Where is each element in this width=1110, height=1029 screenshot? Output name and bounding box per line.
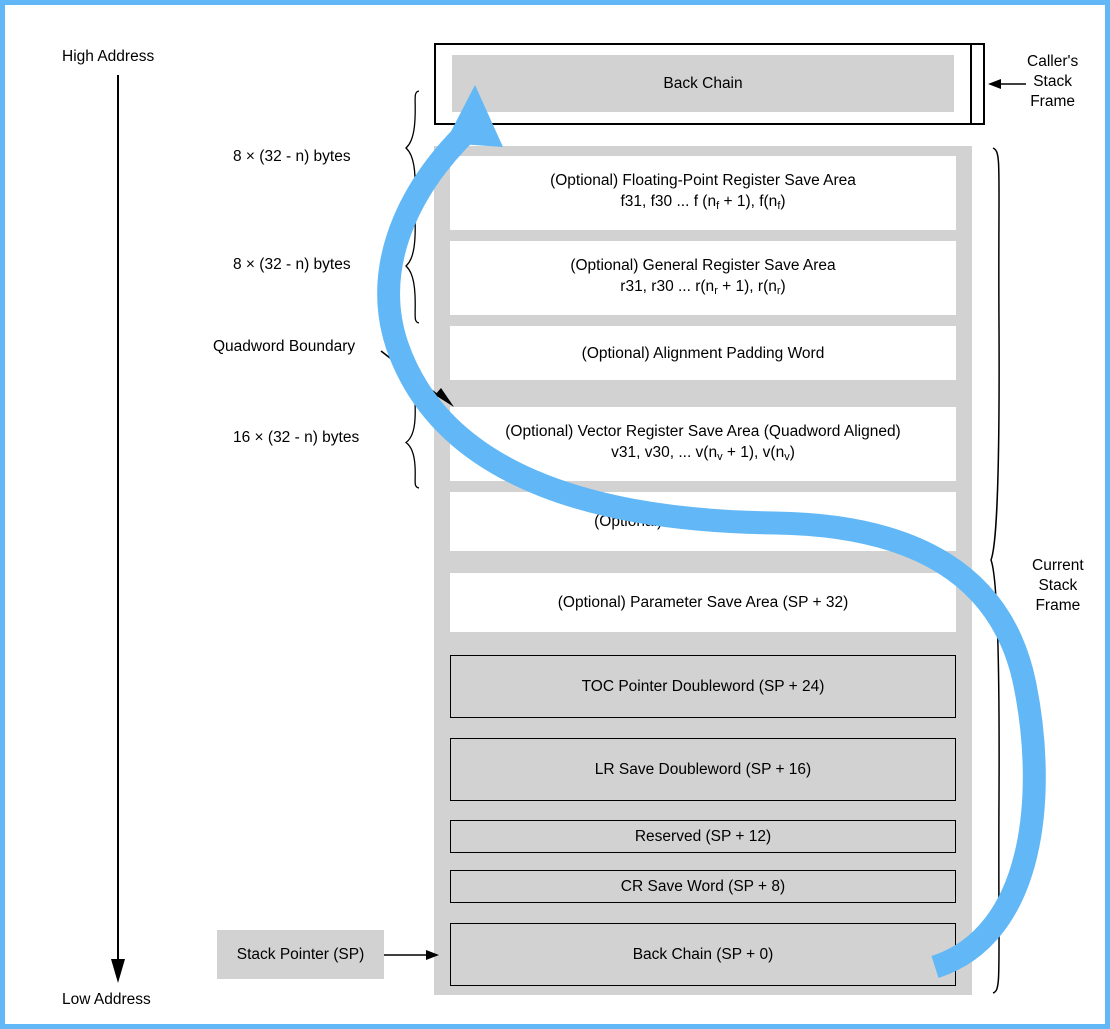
frame-row-label: LR Save Doubleword (SP + 16) bbox=[594, 761, 812, 778]
vr-size-label: 16 × (32 - n) bytes bbox=[233, 429, 360, 446]
gpr-size-brace bbox=[405, 208, 420, 324]
address-direction-arrow bbox=[111, 75, 125, 983]
frame-row-label: (Optional) Parameter Save Area (SP + 32) bbox=[557, 594, 849, 611]
stack-pointer-arrow bbox=[384, 950, 439, 960]
fpr-size-brace bbox=[405, 90, 420, 206]
callers-frame-line-2: Stack bbox=[1033, 73, 1072, 90]
current-frame-bracket bbox=[990, 147, 1000, 994]
fpr-size-label: 8 × (32 - n) bytes bbox=[233, 148, 351, 165]
frame-row-label: (Optional) General Register Save Area bbox=[570, 256, 836, 274]
high-address-label: High Address bbox=[62, 48, 155, 65]
frame-row-vector-register-save-area: (Optional) Vector Register Save Area (Qu… bbox=[450, 407, 956, 481]
frame-row-label: (Optional) Floating-Point Register Save … bbox=[550, 171, 856, 189]
frame-row-back-chain-sp0: Back Chain (SP + 0) bbox=[450, 923, 956, 986]
stack-pointer-box: Stack Pointer (SP) bbox=[217, 930, 384, 979]
frame-row-reserved: Reserved (SP + 12) bbox=[450, 820, 956, 853]
frame-row-lr-save-doubleword: LR Save Doubleword (SP + 16) bbox=[450, 738, 956, 801]
current-frame-line-1: Current bbox=[1032, 557, 1084, 574]
quadword-boundary-label: Quadword Boundary bbox=[213, 338, 356, 355]
callers-frame-bracket bbox=[972, 43, 985, 125]
back-chain-row: Back Chain bbox=[452, 55, 954, 112]
frame-row-cr-save-word: CR Save Word (SP + 8) bbox=[450, 870, 956, 903]
callers-stack-frame-box: Back Chain bbox=[434, 43, 972, 125]
current-frame-line-3: Frame bbox=[1035, 597, 1081, 614]
quadword-boundary-arrow bbox=[380, 350, 454, 407]
current-stack-frame-panel: (Optional) Floating-Point Register Save … bbox=[434, 146, 972, 995]
frame-row-label: TOC Pointer Doubleword (SP + 24) bbox=[581, 678, 825, 695]
frame-row-label: (Optional) Alignment Padding Word bbox=[581, 344, 825, 362]
frame-row-local-variable-space: (Optional) Local Variable Space bbox=[450, 492, 956, 551]
frame-row-sublabel: f31, f30 ... f (nf + 1), f(nf) bbox=[620, 192, 786, 212]
current-frame-line-2: Stack bbox=[1038, 577, 1078, 594]
callers-frame-line-3: Frame bbox=[1030, 93, 1075, 110]
gpr-size-label: 8 × (32 - n) bytes bbox=[233, 256, 351, 273]
callers-frame-arrow bbox=[988, 79, 1026, 89]
frame-row-toc-pointer-doubleword: TOC Pointer Doubleword (SP + 24) bbox=[450, 655, 956, 718]
frame-row-label: (Optional) Vector Register Save Area (Qu… bbox=[505, 422, 901, 440]
frame-row-label: CR Save Word (SP + 8) bbox=[620, 878, 786, 895]
current-stack-frame-label: Current Stack Frame bbox=[1032, 556, 1084, 616]
callers-frame-line-1: Caller's bbox=[1027, 53, 1079, 70]
low-address-label: Low Address bbox=[62, 991, 151, 1008]
frame-row-alignment-padding-word: (Optional) Alignment Padding Word bbox=[450, 326, 956, 380]
frame-row-sublabel: v31, v30, ... v(nv + 1), v(nv) bbox=[611, 443, 795, 463]
frame-row-parameter-save-area: (Optional) Parameter Save Area (SP + 32) bbox=[450, 573, 956, 632]
frame-row-label: (Optional) Local Variable Space bbox=[594, 513, 812, 530]
frame-row-label: Reserved (SP + 12) bbox=[634, 828, 772, 845]
frame-row-sublabel: r31, r30 ... r(nr + 1), r(nr) bbox=[620, 277, 786, 297]
frame-row-gpr-save-area: (Optional) General Register Save Area r31… bbox=[450, 241, 956, 315]
frame-row-label: Back Chain (SP + 0) bbox=[632, 946, 774, 963]
frame-row-fpr-save-area: (Optional) Floating-Point Register Save … bbox=[450, 156, 956, 230]
callers-stack-frame-label: Caller's Stack Frame bbox=[1027, 52, 1078, 112]
